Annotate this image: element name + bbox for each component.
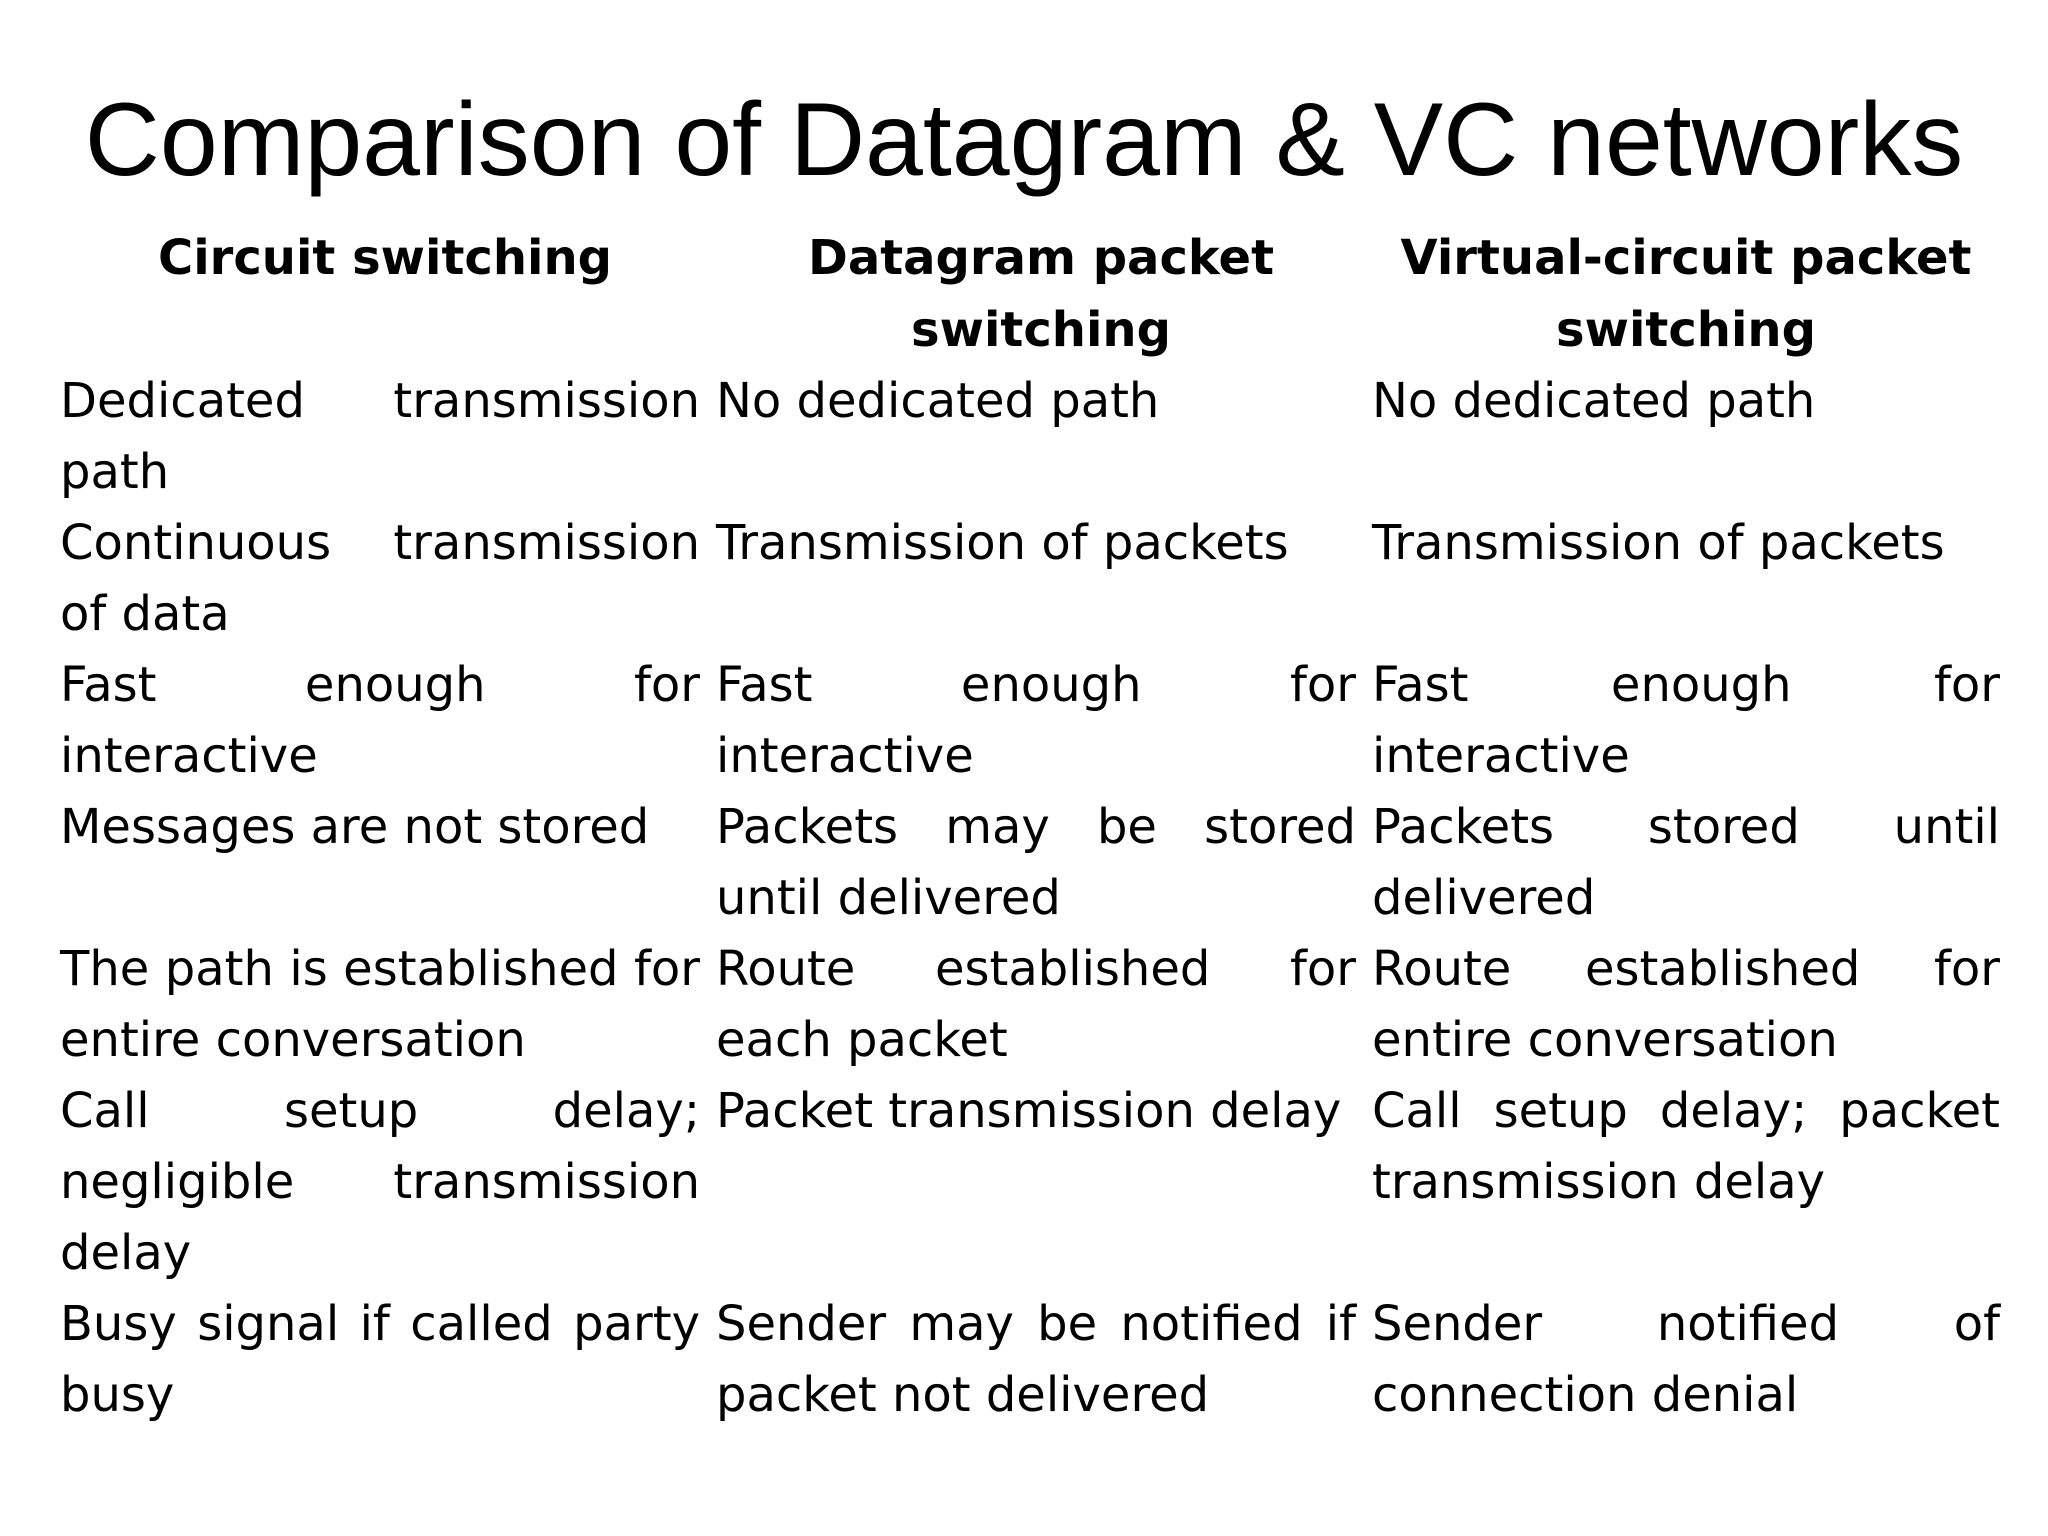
table-row: Continuous transmission of data Transmis… bbox=[60, 508, 2000, 650]
table-cell: Route established for entire conversatio… bbox=[1372, 941, 2000, 1068]
header-virtual-circuit-packet-switching: Virtual-circuit packet switching bbox=[1400, 230, 1972, 358]
table-cell: No dedicated path bbox=[1372, 373, 1816, 429]
header-circuit-switching: Circuit switching bbox=[157, 230, 612, 286]
slide-title: Comparison of Datagram & VC networks bbox=[84, 82, 1964, 198]
table-row: Busy signal if called party busy Sender … bbox=[60, 1289, 2000, 1431]
table-cell: Fast enough for interactive bbox=[716, 657, 1356, 784]
table-cell: No dedicated path bbox=[716, 373, 1160, 429]
header-datagram-packet-switching: Datagram packet switching bbox=[807, 230, 1275, 358]
table-cell: Route established for each packet bbox=[716, 941, 1356, 1068]
table-cell: Continuous transmission of data bbox=[60, 515, 700, 642]
table-cell: Packets stored until delivered bbox=[1372, 799, 2000, 926]
table-row: Dedicated transmission path No dedicated… bbox=[60, 366, 2000, 508]
table-cell: Sender notified of connection denial bbox=[1372, 1296, 2000, 1423]
table-cell: The path is established for entire conve… bbox=[60, 941, 700, 1068]
table-cell: Packets may be stored until delivered bbox=[716, 799, 1356, 926]
table-row: Call setup delay; negligible transmissio… bbox=[60, 1076, 2000, 1289]
table-cell: Call setup delay; packet transmission de… bbox=[1372, 1083, 2000, 1210]
table-cell: Sender may be notified if packet not del… bbox=[716, 1296, 1356, 1423]
table-cell: Messages are not stored bbox=[60, 799, 650, 855]
table-row: Messages are not stored Packets may be s… bbox=[60, 792, 2000, 934]
table-cell: Dedicated transmission path bbox=[60, 373, 700, 500]
table-cell: Call setup delay; negligible transmissio… bbox=[60, 1083, 700, 1281]
table-cell: Packet transmission delay bbox=[716, 1083, 1342, 1139]
table-cell: Busy signal if called party busy bbox=[60, 1296, 700, 1423]
table-cell: Transmission of packets bbox=[716, 515, 1289, 571]
table-cell: Transmission of packets bbox=[1372, 515, 1945, 571]
table-row: Fast enough for interactive Fast enough … bbox=[60, 650, 2000, 792]
table-row: The path is established for entire conve… bbox=[60, 934, 2000, 1076]
table-cell: Fast enough for interactive bbox=[1372, 657, 2000, 784]
header-row: Circuit switching Datagram packet switch… bbox=[60, 222, 2000, 366]
comparison-table: Circuit switching Datagram packet switch… bbox=[60, 222, 2000, 1431]
table-cell: Fast enough for interactive bbox=[60, 657, 700, 784]
